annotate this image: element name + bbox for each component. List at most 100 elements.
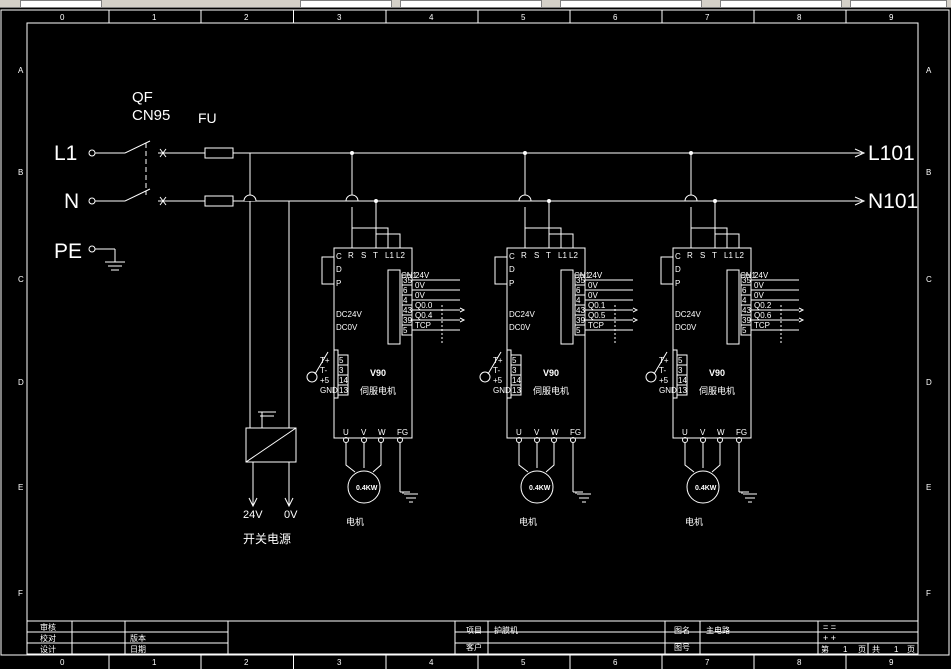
cn1-pin: 5 [576,326,581,335]
drive-out-terminal [736,437,742,443]
cn1-pin: 35 [403,276,412,285]
grid-row-right: C [926,275,932,284]
drive-term-c: C [509,252,515,261]
cn1-signal: Q0.1 [588,301,606,310]
grid-col-bottom: 4 [429,658,434,667]
cn1-signal: 0V [754,281,764,290]
line-out-label: L101 [868,142,915,165]
encoder-icon [306,371,318,383]
cn1-pin: 6 [742,286,747,295]
drive-name: 伺服电机 [699,385,735,396]
encoder-signal: T- [493,366,500,375]
cn1-pin: 43 [742,306,751,315]
cn1-signal: 0V [754,291,764,300]
grid-row-right: F [926,589,931,598]
drive-term-p: P [509,279,514,288]
encoder-pin: 14 [339,376,348,385]
motor-icon [347,470,381,504]
encoder-pin: 5 [512,356,517,365]
toolbar-dropdown[interactable] [400,0,542,8]
fuse-n [204,195,234,207]
tb-version: 版本 [130,633,146,643]
brake-resistor-link [494,256,507,285]
grid-col-top: 5 [521,13,526,22]
grid-col-top: 0 [60,13,65,22]
encoder-pin: 3 [678,366,683,375]
cn1-pin: 6 [576,286,581,295]
toolbar-dropdown[interactable] [300,0,392,8]
drive-out-terminal [717,437,723,443]
cn1-arrow [632,317,639,323]
motor-caption: 电机 [519,516,537,527]
motor-leads [518,443,555,473]
drive-term-l1: L1 [385,251,394,260]
cn1-pin: 35 [576,276,585,285]
toolbar-dropdown[interactable] [20,0,102,8]
drive-name: 伺服电机 [533,385,569,396]
cn1-pin: 39 [742,316,751,325]
toolbar-dropdown[interactable] [720,0,842,8]
brake-resistor-link [321,256,334,285]
drive-name: 伺服电机 [360,385,396,396]
drive-model: V90 [370,368,386,378]
drive-term-s: S [361,251,366,260]
drive-term-d: D [336,265,342,274]
grid-row-right: E [926,483,931,492]
feed-l1l2 [352,227,401,248]
cn1-pin: 4 [403,296,408,305]
drive-dc0v: DC0V [509,323,531,332]
psu-box [245,427,297,463]
encoder-icon [645,371,657,383]
line-in-label: L1 [54,142,77,165]
drive-box [333,247,413,439]
cn1-signal: TCP [415,321,431,330]
cn1-connector [726,269,740,345]
drive-term-t: T [373,251,378,260]
grid-col-bottom: 0 [60,658,65,667]
brake-resistor-link [660,256,673,285]
grid-row-left: B [18,168,23,177]
cn1-connector [560,269,574,345]
grid-col-top: 7 [705,13,710,22]
cn1-signal: Q0.5 [588,311,606,320]
cad-toolbar-strip [0,0,951,8]
motor-rating: 0.4KW [356,485,378,492]
cn1-signal: Q0.4 [415,311,433,320]
grid-col-top: 1 [152,13,157,22]
tb-drawing-label: 图名 [674,625,690,635]
encoder-pin: 3 [339,366,344,375]
grid-col-top: 4 [429,13,434,22]
drive-out-terminal [682,437,688,443]
grid-row-left: D [18,378,24,387]
toolbar-dropdown[interactable] [850,0,947,8]
tb-drawing-value: 主电路 [706,625,730,635]
grid-col-bottom: 1 [152,658,157,667]
fg-wire [739,491,749,494]
terminal-pe [88,245,96,253]
drive-term-d: D [675,265,681,274]
cn1-arrow [798,307,805,313]
motor-icon [520,470,554,504]
encoder-signal: GND [493,386,511,395]
cn1-pin: 4 [742,296,747,305]
cn1-arrow [798,317,805,323]
terminal-l1 [88,149,96,157]
encoder-signal: GND [659,386,677,395]
encoder-pin: 5 [339,356,344,365]
grid-col-bottom: 2 [244,658,249,667]
drive-out-w: W [378,428,386,437]
fuse-label: FU [198,110,217,126]
tb-review: 审核 [40,622,56,632]
encoder-pin-box [337,384,349,396]
tb-project-value: 护膜机 [494,625,518,635]
cn1-pin: 43 [403,306,412,315]
toolbar-dropdown[interactable] [560,0,702,8]
tb-drawing-no-label: 图号 [674,643,690,652]
encoder-pin: 13 [512,386,521,395]
drive-out-terminal [551,437,557,443]
cn1-connector [387,269,401,345]
grid-col-top: 6 [613,13,618,22]
